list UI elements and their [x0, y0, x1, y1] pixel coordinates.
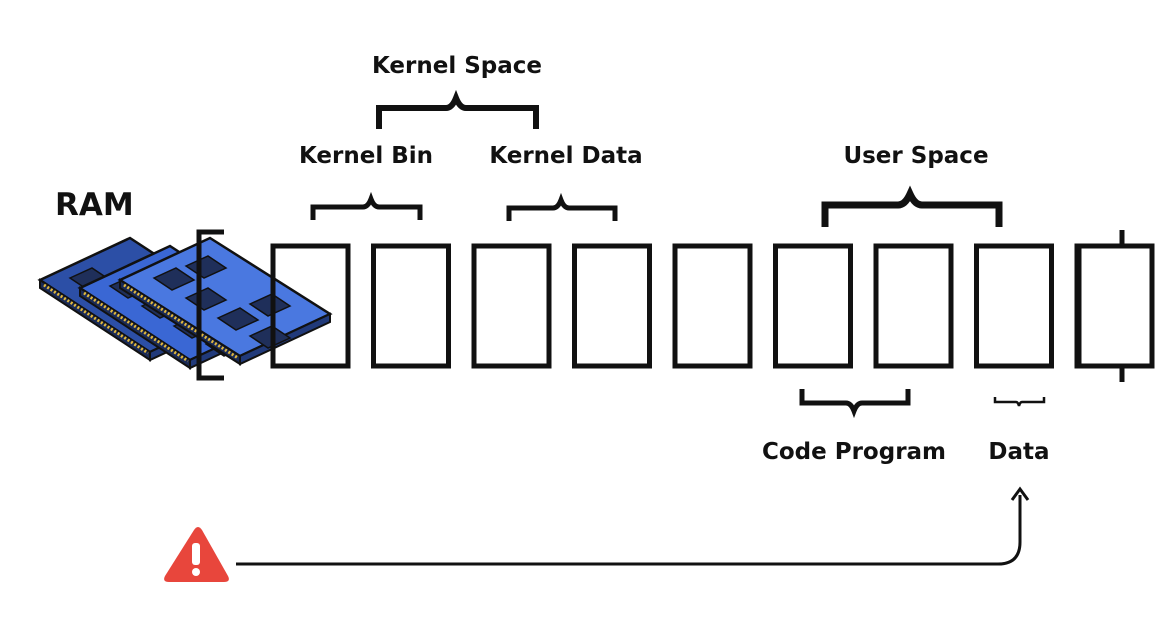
kernel-bin-label: Kernel Bin — [298, 143, 434, 169]
memory-cell-6 — [773, 243, 853, 369]
data-label: Data — [988, 439, 1050, 465]
ram-module-icon — [37, 236, 333, 370]
kernel-data-label: Kernel Data — [489, 143, 643, 169]
memory-cells — [270, 243, 1155, 369]
memory-cell-1 — [270, 243, 351, 369]
memory-cell-7 — [873, 243, 954, 369]
brace-data — [993, 397, 1046, 407]
memory-cell-5 — [672, 243, 753, 369]
ram-label: RAM — [55, 187, 134, 223]
memory-cell-8 — [974, 243, 1054, 369]
kernel-space-label: Kernel Space — [371, 53, 543, 79]
user-space-label: User Space — [843, 143, 989, 169]
exploit-arrow — [236, 486, 1030, 566]
brace-kernel-bin — [310, 191, 423, 220]
code-program-label: Code Program — [761, 439, 947, 465]
brace-code-program — [799, 389, 911, 419]
memory-cell-9 — [1074, 243, 1155, 369]
memory-cell-3 — [471, 243, 552, 369]
brace-user-space — [821, 185, 1003, 227]
memory-strip-left-bracket — [196, 229, 224, 381]
brace-kernel-space — [376, 89, 539, 129]
memory-strip-right-partial-cell — [1076, 230, 1125, 382]
brace-kernel-data — [506, 192, 618, 221]
memory-cell-2 — [371, 243, 451, 369]
memory-cell-4 — [572, 243, 652, 369]
warning-triangle-icon — [164, 527, 229, 582]
